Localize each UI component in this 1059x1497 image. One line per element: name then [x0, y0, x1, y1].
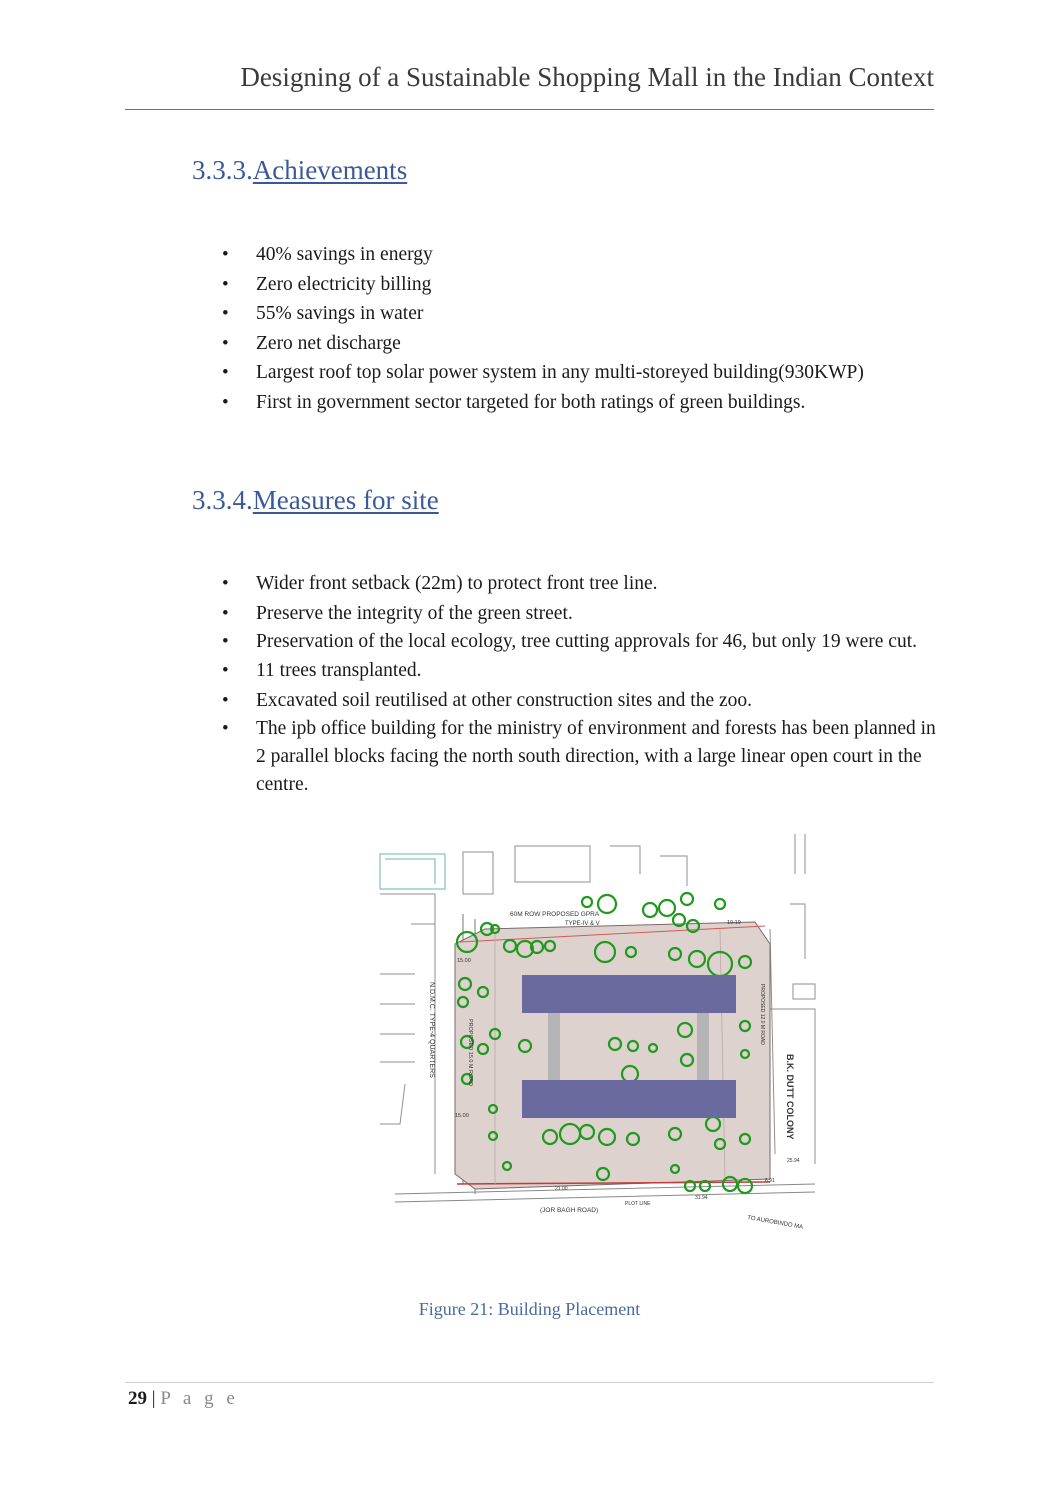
label-dim-4: 25.94: [787, 1158, 800, 1164]
label-top-type: TYPE-IV & V: [565, 921, 600, 927]
section-heading-achievements: 3.3.3.Achievements: [192, 155, 407, 186]
tree-markers: [455, 891, 754, 1195]
page-label: P a g e: [160, 1388, 239, 1409]
section-number: 3.3.4.: [192, 485, 253, 515]
section-number: 3.3.3.: [192, 155, 253, 185]
label-dim-2: 15.00: [455, 1113, 469, 1119]
section-title: Achievements: [252, 155, 408, 185]
label-dim-1: 15.00: [457, 958, 471, 964]
label-plot-line: PLOT LINE: [625, 1201, 651, 1207]
label-left-quarters: N.D.M.C. TYPE-4 QUARTERS: [428, 982, 435, 1078]
label-dim-3: 10.19: [727, 920, 741, 926]
page-footer: 29 | P a g e: [128, 1388, 239, 1410]
section-heading-measures: 3.3.4.Measures for site: [192, 485, 439, 516]
building-block-south: [522, 1080, 736, 1118]
label-top-road: 60M ROW PROPOSED GPRA: [510, 911, 600, 918]
label-bottom-road: (JOR BAGH ROAD): [540, 1207, 598, 1214]
list-item: Preservation of the local ecology, tree …: [222, 628, 937, 656]
page-header: Designing of a Sustainable Shopping Mall…: [240, 62, 934, 92]
list-item: First in government sector targeted for …: [222, 388, 937, 418]
court-link-right: [697, 1012, 709, 1080]
list-item: Preserve the integrity of the green stre…: [222, 599, 937, 629]
building-block-north: [522, 975, 736, 1013]
figure-caption: Figure 21: Building Placement: [418, 1299, 641, 1319]
section-title: Measures for site: [252, 485, 439, 515]
page-number: 29: [128, 1388, 147, 1409]
label-left-road: PROPOSED 15.0 M ROAD: [467, 1019, 473, 1086]
achievements-list: 40% savings in energy Zero electricity b…: [222, 240, 937, 418]
court-link-left: [548, 1012, 560, 1080]
list-item: The ipb office building for the ministry…: [222, 715, 937, 799]
list-item: Largest roof top solar power system in a…: [222, 358, 937, 388]
label-right-road: PROPOSED 12.0 M ROAD: [759, 984, 765, 1045]
label-bottom-right: TO AUROBINDO MA: [747, 1215, 804, 1231]
page-separator: |: [151, 1388, 156, 1409]
measures-list: Wider front setback (22m) to protect fro…: [222, 569, 937, 799]
header-rule: [125, 109, 934, 110]
label-dim-6: 6.91: [765, 1178, 775, 1184]
footer-rule: [125, 1382, 934, 1383]
list-item: 55% savings in water: [222, 299, 937, 329]
list-item: 11 trees transplanted.: [222, 656, 937, 686]
list-item: Wider front setback (22m) to protect fro…: [222, 569, 937, 599]
label-dim-7: 21.00: [555, 1186, 568, 1192]
list-item: Excavated soil reutilised at other const…: [222, 686, 937, 716]
list-item: Zero electricity billing: [222, 270, 937, 300]
label-dim-5: 31.94: [695, 1195, 708, 1201]
building-placement-figure: 60M ROW PROPOSED GPRA TYPE-IV & V (JOR B…: [375, 834, 822, 1246]
site-plan-image: 60M ROW PROPOSED GPRA TYPE-IV & V (JOR B…: [379, 834, 816, 1231]
label-right-colony: B.K. DUTT COLONY: [785, 1054, 795, 1140]
list-item: Zero net discharge: [222, 329, 937, 359]
list-item: 40% savings in energy: [222, 240, 937, 270]
